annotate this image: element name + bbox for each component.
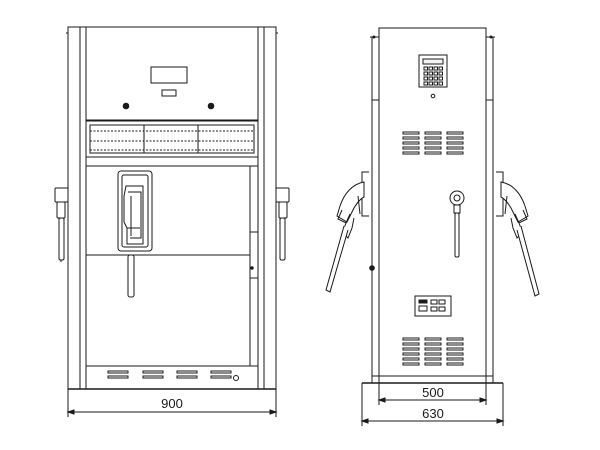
front-top-panel	[85, 26, 259, 121]
front-view	[54, 26, 290, 417]
front-base-vents	[107, 370, 232, 379]
side-base	[371, 375, 494, 384]
dim-front-width	[66, 389, 278, 417]
side-cabinet	[378, 27, 487, 384]
front-grille-inner	[89, 124, 255, 154]
front-nozzle-holster	[117, 170, 153, 252]
side-upper-vents	[402, 131, 464, 155]
front-display-screen	[150, 66, 188, 84]
front-right-pillar-inner	[257, 26, 265, 390]
front-body	[85, 156, 259, 367]
front-left-pillar-inner	[79, 26, 87, 390]
side-left-nozzle	[325, 171, 369, 293]
front-right-pillar	[263, 26, 277, 390]
dim-side-total	[360, 383, 505, 426]
front-bolt-left	[122, 102, 130, 110]
side-keypad	[418, 54, 448, 99]
front-display-small	[161, 89, 177, 97]
front-left-hose	[54, 187, 69, 262]
side-meter-box	[414, 295, 452, 317]
dim-side-base	[377, 383, 488, 405]
dim-label-500: 500	[422, 385, 444, 400]
side-view	[325, 27, 540, 426]
dim-label-630: 630	[422, 406, 444, 421]
dim-label-900: 900	[161, 396, 183, 411]
front-nozzle-spout	[127, 254, 135, 298]
front-nozzle-handle	[123, 185, 144, 245]
front-grille-band	[85, 120, 259, 158]
front-bolt-right	[207, 102, 215, 110]
side-valve	[449, 190, 465, 258]
side-right-nozzle	[496, 171, 540, 297]
front-right-hose	[275, 187, 290, 261]
front-left-pillar	[67, 26, 81, 390]
side-lower-vents	[402, 337, 464, 366]
